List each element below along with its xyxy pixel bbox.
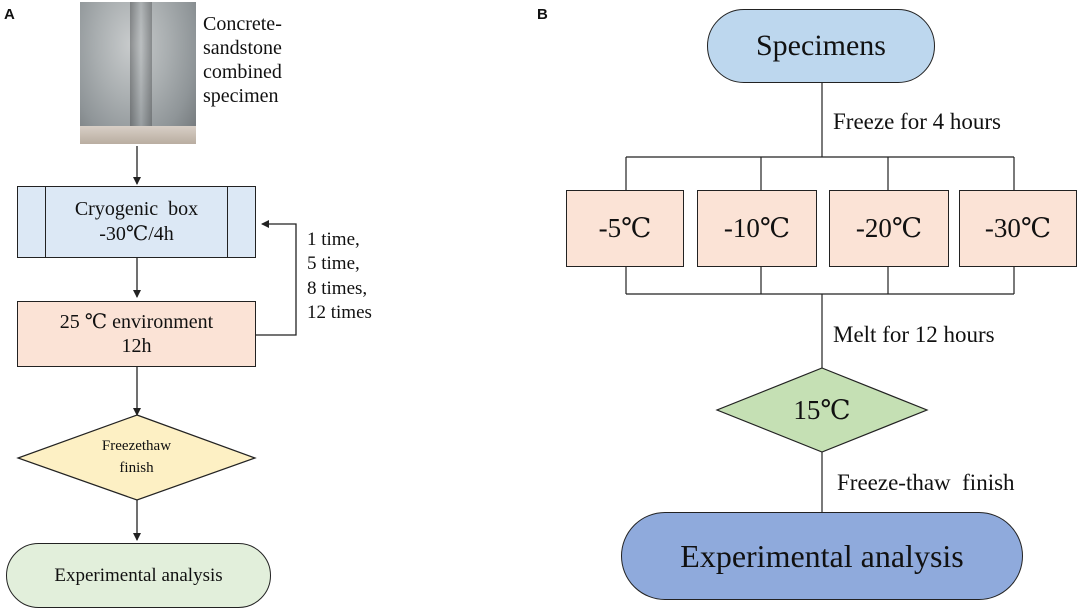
specimen-photo — [80, 2, 196, 144]
cryo-line2: -30℃/4h — [99, 223, 174, 245]
cryo-line1: Cryogenic box — [74, 198, 199, 220]
freeze-label: Freeze for 4 hours — [833, 109, 1001, 134]
panel-b-letter: B — [537, 6, 548, 23]
temp-box-minus-20: -20℃ — [829, 190, 949, 267]
temp-box-minus-10: -10℃ — [697, 190, 817, 267]
decision-15c: 15℃ — [793, 394, 851, 425]
temp-box-minus-30: -30℃ — [959, 190, 1077, 267]
env-line1: 25 ℃ environment — [59, 311, 214, 333]
decision-b-shape — [715, 367, 929, 453]
freezethaw-decision: Freezethaw finish — [18, 415, 255, 500]
cryogenic-box-step: Cryogenic box -30℃/4h — [17, 186, 256, 258]
env-line2: 12h — [121, 335, 152, 357]
decision-a-line2: finish — [119, 459, 154, 476]
environment-step: 25 ℃ environment 12h — [17, 301, 256, 367]
panel-a-letter: A — [4, 6, 15, 23]
loop-back-line — [256, 220, 297, 336]
decision-a-line1: Freezethaw — [101, 437, 172, 454]
experimental-analysis-a: Experimental analysis — [6, 543, 271, 608]
cycle-count-label: 1 time, 5 time, 8 times, 12 times — [307, 229, 372, 323]
experimental-analysis-b: Experimental analysis — [621, 512, 1023, 600]
specimen-label: Concrete- sandstone combined specimen — [203, 13, 282, 107]
decision-a-shape — [16, 414, 257, 501]
specimens-start: Specimens — [707, 9, 935, 83]
freeze-thaw-finish-label: Freeze-thaw finish — [837, 470, 1015, 495]
temp-box-minus-5: -5℃ — [566, 190, 684, 267]
melt-label: Melt for 12 hours — [833, 322, 995, 347]
